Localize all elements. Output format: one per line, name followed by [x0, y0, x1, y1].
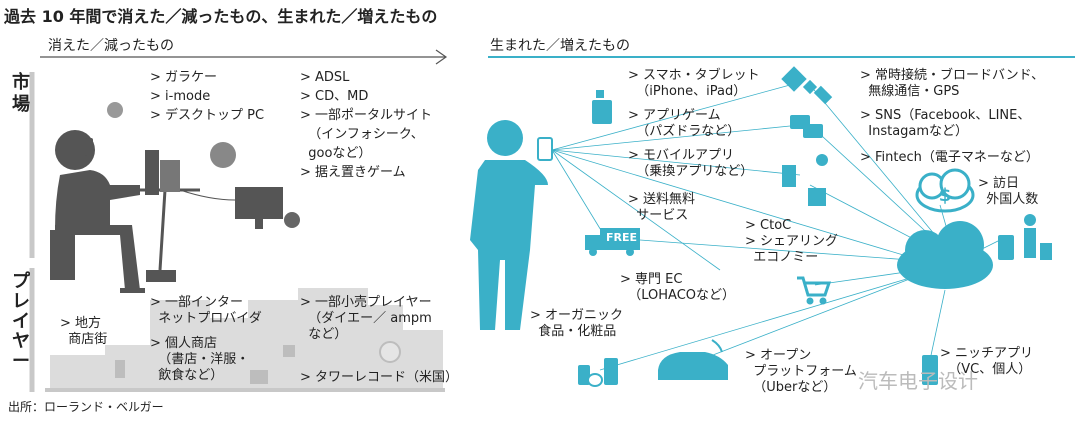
- player-lost-tower-records: > タワーレコード（米国）: [300, 370, 459, 385]
- network-cloud-icon: [897, 221, 993, 289]
- svg-text:$: $: [939, 185, 952, 206]
- dollar-cloud-icon: $: [915, 168, 975, 213]
- store-icons: [115, 341, 401, 384]
- player-lost-local-shops: > 地方 商店街: [60, 316, 108, 347]
- niche-app-phone-icon: [922, 355, 938, 385]
- watermark: 汽车电子设计: [858, 369, 978, 393]
- satellite-icon: [781, 66, 833, 105]
- new-broadband: > 常時接続・ブロードバンド、 無線通信・GPS: [860, 68, 1045, 99]
- new-niche-apps: > ニッチアプリ （VC、個人）: [940, 346, 1034, 377]
- right-header: 生まれた／増えたもの: [490, 38, 630, 54]
- market-lost-list-2: > ADSL > CD、MD > 一部ポータルサイト （インフォシーク、 goo…: [300, 70, 433, 180]
- new-visitors: > 訪日 外国人数: [978, 176, 1039, 207]
- chat-icon: [790, 115, 823, 138]
- diagram-title: 過去 10 年間で消えた／減ったもの、生まれた／増えたもの: [4, 7, 438, 26]
- cart-icon: [797, 276, 832, 305]
- traveler-icon: [998, 214, 1052, 260]
- new-special-ec: > 専門 EC （LOHACOなど）: [620, 272, 736, 303]
- left-header-arrow: [40, 49, 448, 65]
- player-lost-isp: > 一部インター ネットプロバイダ: [150, 295, 262, 326]
- app-grid-icon: [592, 90, 612, 124]
- player-lost-small-retailers: > 一部小売プレイヤー （ダイエー／ ampm など）: [300, 295, 432, 342]
- connection-lines: [551, 84, 1001, 371]
- new-fintech: > Fintech（電子マネーなど）: [860, 150, 1039, 165]
- side-label-player: プレイヤー: [12, 271, 30, 372]
- new-app-games: > アプリゲーム （パズドラなど）: [628, 108, 741, 139]
- person-at-desk-icon: [50, 102, 300, 293]
- truck-icon: [585, 228, 640, 256]
- new-ctoc-sharing: > CtoC > シェアリング エコノミー: [745, 218, 839, 265]
- new-sns: > SNS（Facebook、LINE、 Instagamなど）: [860, 108, 1031, 139]
- cosmetics-icon: [578, 358, 618, 387]
- share-icon: [782, 154, 828, 206]
- new-free-shipping: > 送料無料 サービス: [628, 192, 696, 223]
- car-icon: [658, 339, 728, 380]
- new-mobile-apps: > モバイルアプリ （乗換アプリなど）: [628, 148, 754, 179]
- phone-user-icon: [470, 120, 553, 330]
- new-organic: > オーガニック 食品・化粧品: [530, 308, 624, 339]
- market-lost-list-1: > ガラケー > i-mode > デスクトップ PC: [150, 70, 265, 123]
- left-header: 消えた／減ったもの: [48, 38, 174, 54]
- source-note: 出所：ローランド・ベルガー: [8, 400, 164, 414]
- new-open-platform: > オープン プラットフォーム （Uberなど）: [745, 348, 857, 395]
- free-label: FREE: [606, 231, 638, 244]
- new-smartphone: > スマホ・タブレット （iPhone、iPad）: [628, 68, 760, 99]
- player-lost-private-shops: > 個人商店 （書店・洋服・ 飲食など）: [150, 336, 250, 383]
- side-label-market: 市場: [12, 72, 30, 115]
